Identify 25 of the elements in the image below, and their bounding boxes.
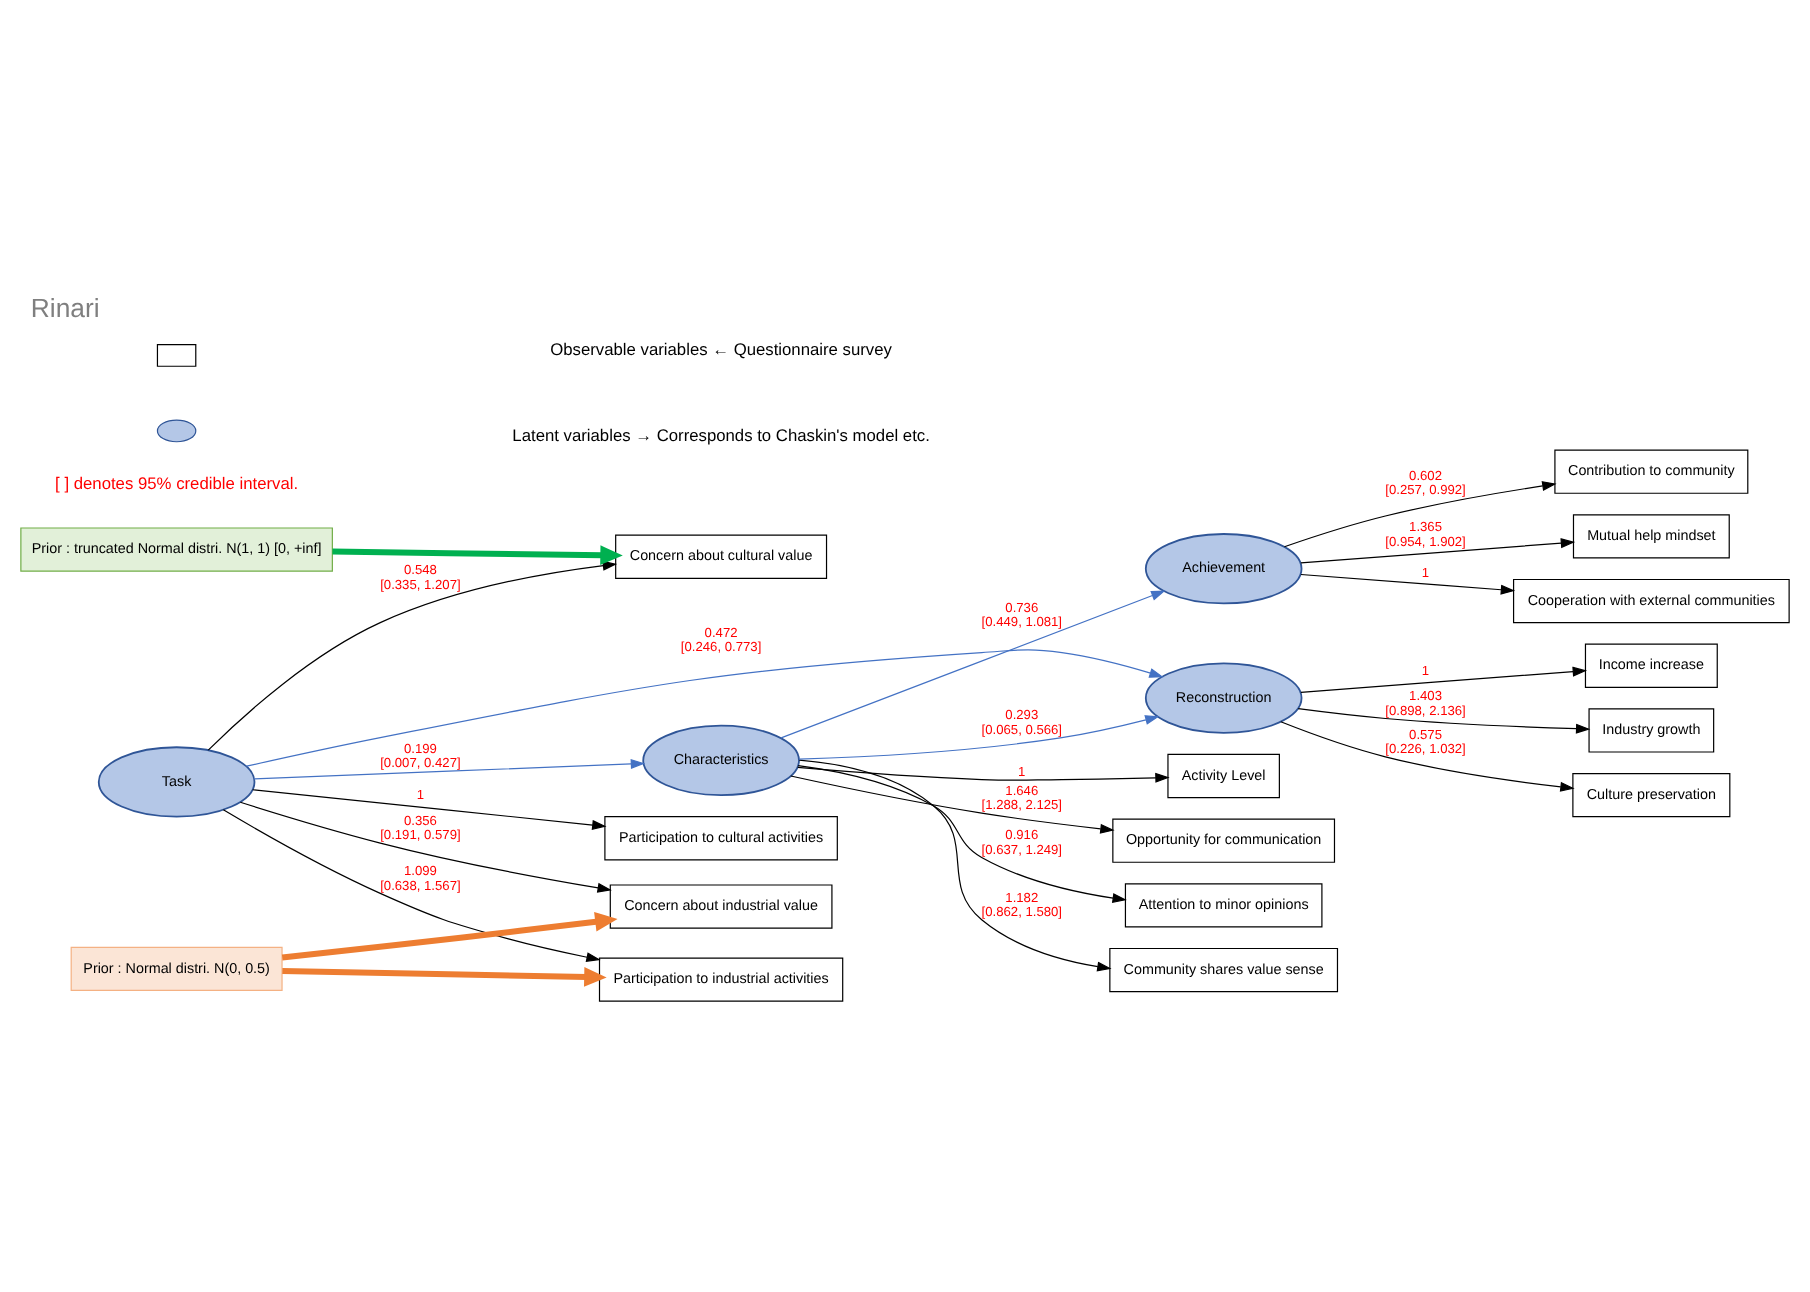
label: [ ] denotes 95% credible interval. — [55, 473, 299, 494]
arrow — [253, 758, 646, 780]
arrow — [780, 590, 1166, 739]
arrow — [1300, 666, 1588, 693]
arrow — [790, 775, 1115, 834]
arrow — [797, 766, 1170, 783]
arrow — [798, 759, 1112, 972]
arrow — [1283, 480, 1557, 548]
arrow — [281, 912, 618, 961]
legend-label: Observable variables ← Questionnaire survey — [550, 339, 892, 360]
arrow — [282, 967, 607, 987]
arrow — [797, 764, 1127, 904]
legend-label: Latent variables → Corresponds to Chaskin's model etc. — [512, 425, 930, 446]
arrow — [798, 715, 1160, 760]
arrow — [1300, 573, 1516, 595]
arrow — [245, 649, 1164, 767]
arrow — [1297, 708, 1591, 734]
arrow — [332, 545, 623, 565]
arrow — [222, 809, 601, 963]
arrow — [1300, 538, 1576, 564]
diagram-title: Rinari — [30, 292, 100, 323]
arrow — [252, 789, 607, 831]
arrow — [239, 801, 612, 893]
arrow — [1280, 721, 1575, 792]
arrow — [207, 560, 618, 751]
